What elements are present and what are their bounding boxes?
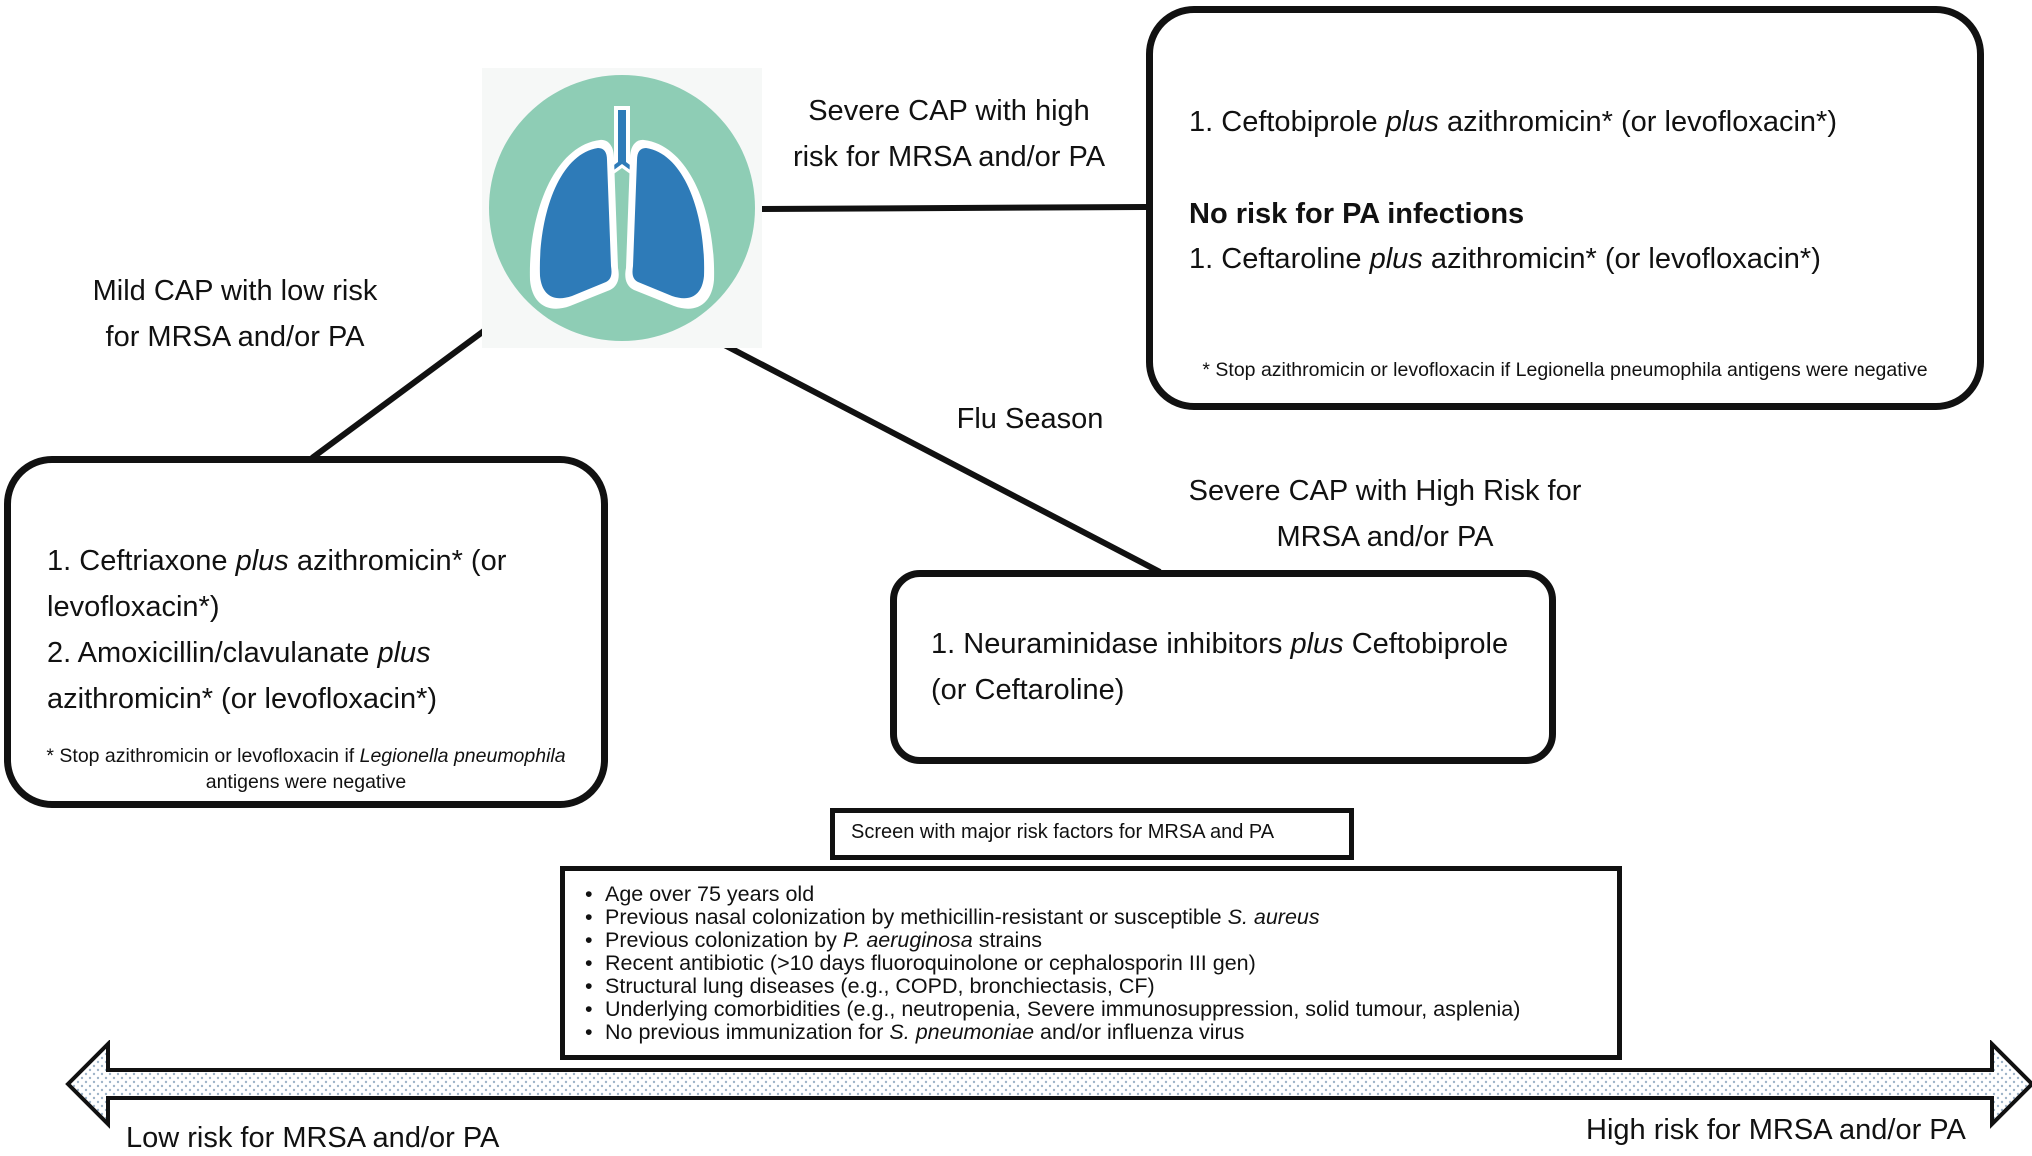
- bullet-icon: •: [585, 997, 593, 1021]
- mild-item-2-line-1: 2. Amoxicillin/clavulanate plus: [47, 637, 431, 669]
- flu-treatment-box: 1. Neuraminidase inhibitors plus Ceftobi…: [890, 570, 1556, 764]
- mild-footnote: * Stop azithromicin or levofloxacin if L…: [46, 745, 566, 793]
- lungs-icon-container: [482, 68, 762, 348]
- bullet-icon: •: [585, 974, 593, 998]
- mild-treatment-box: 1. Ceftriaxone plus azithromicin* (or le…: [4, 456, 608, 808]
- flu-item-line-2: (or Ceftaroline): [931, 674, 1125, 706]
- label-severe-flu: Severe CAP with High Risk for MRSA and/o…: [1188, 475, 1582, 553]
- risk-factors-box: •Age over 75 years old•Previous nasal co…: [560, 866, 1622, 1060]
- risk-factor-item: •Age over 75 years old: [585, 882, 815, 906]
- severe-treatment-box: 1. Ceftobiprole plus azithromicin* (or l…: [1146, 6, 1984, 410]
- severe-item-1: 1. Ceftobiprole plus azithromicin* (or l…: [1189, 106, 1837, 138]
- risk-factor-item: •Recent antibiotic (>10 days fluoroquino…: [585, 951, 1256, 975]
- risk-factor-item: •No previous immunization for S. pneumon…: [585, 1020, 1245, 1044]
- severe-item-2: 1. Ceftaroline plus azithromicin* (or le…: [1189, 243, 1821, 275]
- mild-item-1-line-2: levofloxacin*): [47, 591, 220, 623]
- risk-factor-item: •Structural lung diseases (e.g., COPD, b…: [585, 974, 1155, 998]
- bullet-icon: •: [585, 905, 593, 929]
- risk-factors-list: •Age over 75 years old•Previous nasal co…: [565, 871, 1617, 1044]
- severe-footnote: * Stop azithromicin or levofloxacin if L…: [1202, 359, 1928, 381]
- label-flu-season: Flu Season: [956, 403, 1104, 435]
- connector-line-flu: [686, 323, 1162, 575]
- screen-risk-factors-text: Screen with major risk factors for MRSA …: [851, 821, 1275, 843]
- risk-scale-arrow: [65, 1040, 2032, 1129]
- risk-factor-item: •Previous nasal colonization by methicil…: [585, 905, 1320, 929]
- lungs-icon: [489, 75, 755, 341]
- risk-factor-item: •Previous colonization by P. aeruginosa …: [585, 928, 1043, 952]
- bullet-icon: •: [585, 882, 593, 906]
- flu-item-line-1: 1. Neuraminidase inhibitors plus Ceftobi…: [931, 628, 1509, 660]
- axis-label-low-risk: Low risk for MRSA and/or PA: [126, 1122, 500, 1154]
- axis-label-high-risk: High risk for MRSA and/or PA: [1586, 1114, 1966, 1146]
- mild-item-2-line-2: azithromicin* (or levofloxacin*): [47, 683, 438, 715]
- screen-risk-factors-box: Screen with major risk factors for MRSA …: [830, 808, 1354, 860]
- bullet-icon: •: [585, 951, 593, 975]
- bullet-icon: •: [585, 1020, 593, 1044]
- mild-item-1-line-1: 1. Ceftriaxone plus azithromicin* (or: [47, 545, 507, 577]
- label-severe-high-risk: Severe CAP with high risk for MRSA and/o…: [792, 95, 1106, 173]
- risk-factor-item: •Underlying comorbidities (e.g., neutrop…: [585, 997, 1521, 1021]
- severe-heading-no-pa-risk: No risk for PA infections: [1189, 198, 1525, 230]
- connector-line-severe: [757, 204, 1151, 212]
- label-mild-low-risk: Mild CAP with low risk for MRSA and/or P…: [92, 275, 378, 353]
- bullet-icon: •: [585, 928, 593, 952]
